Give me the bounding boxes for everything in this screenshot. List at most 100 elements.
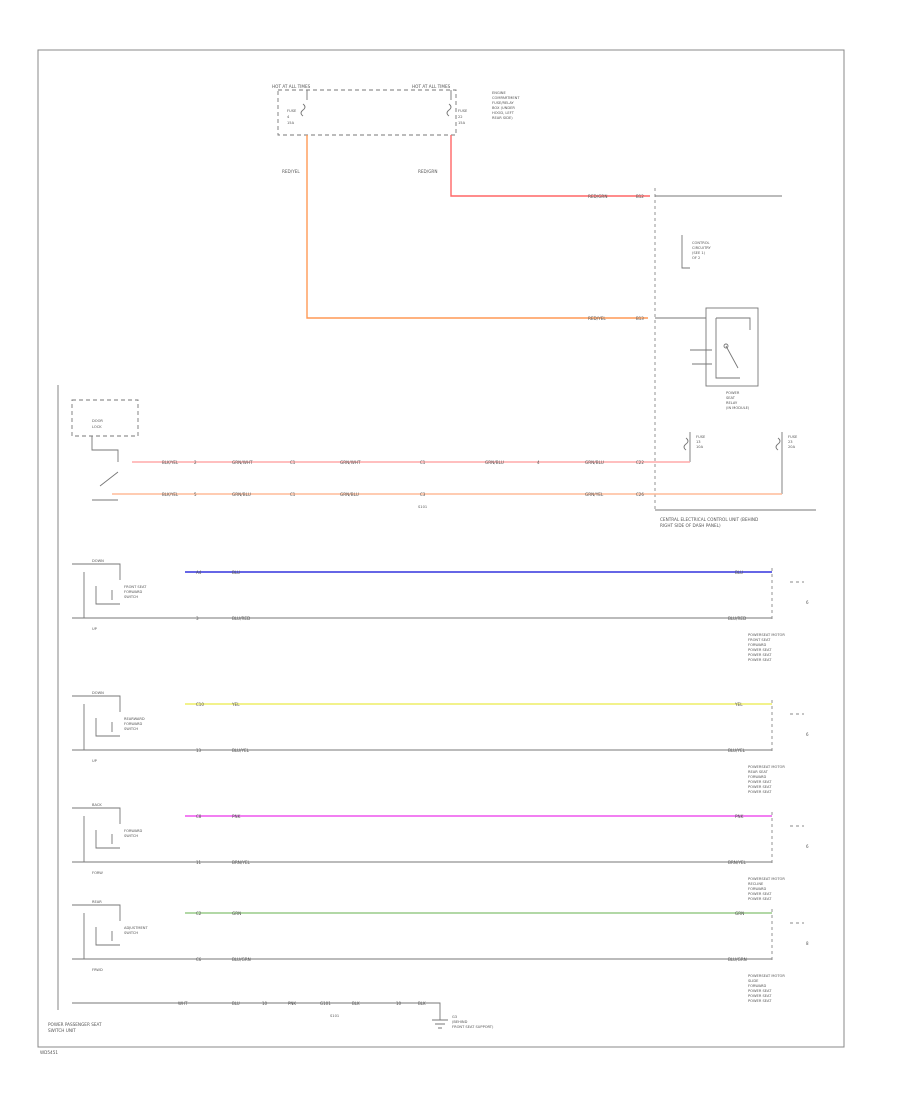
right-fuse-label: FUSE	[458, 109, 468, 113]
ground-splice-label: S101	[330, 1014, 339, 1018]
svg-text:(BEHIND: (BEHIND	[452, 1020, 468, 1024]
door-lock-switch: DOOR LOCK	[57, 385, 139, 1010]
diagram-code: WD5451	[40, 1050, 58, 1055]
switch-2-wire-1-right: YEL	[734, 702, 743, 707]
module-mid-pin: B13	[636, 316, 644, 321]
switch-4-dest-2: FORWARD	[748, 984, 767, 988]
right-fuse-header: HOT AT ALL TIMES	[412, 84, 451, 89]
module-mid-wire-label: RED/YEL	[588, 316, 606, 321]
switch-4-motor-connector	[771, 909, 804, 963]
module-fuse-a: FUSE	[696, 435, 706, 439]
switch-3-wire-1-left: PNK	[232, 814, 241, 819]
module-name: CENTRAL ELECTRICAL CONTROL UNIT (BEHIND	[660, 517, 758, 522]
door-lock-label: DOOR	[92, 419, 103, 423]
door-row1-wire-1: GRN/WHT	[232, 460, 253, 465]
switch-1-pin-top: A4	[196, 570, 202, 575]
switch-4-label-1: SWITCH	[124, 931, 138, 935]
switch-1-label-2: SWITCH	[124, 595, 138, 599]
wire-red-grn-feed	[450, 135, 650, 197]
door-row2-conn-1: C1	[290, 492, 296, 497]
svg-text:BOX (UNDER: BOX (UNDER	[492, 106, 515, 110]
switch-unit-name: POWER PASSENGER SEAT	[48, 1022, 102, 1027]
switch-4-wire-2-right: BLU/GRN	[728, 957, 747, 962]
door-row1-wire-4: GRN/BLU	[585, 460, 604, 465]
module-top-pin: B12	[636, 194, 644, 199]
door-row1-pin: C22	[636, 460, 644, 465]
switch-3-wire-2-right: BRN/YEL	[728, 860, 747, 865]
seat-switch-3: BACKFORWFORWARDSWITCHC811PNKBRN/YELPNKBR…	[72, 803, 809, 901]
ground-chain-7: BLK	[418, 1001, 426, 1006]
switch-4-bottom-position: FRWD	[92, 968, 103, 972]
door-row1-pin-b: 2	[194, 460, 197, 465]
switch-2-bottom-position: UP	[92, 759, 98, 763]
switch-2-label-2: SWITCH	[124, 727, 138, 731]
switch-2-contacts	[72, 695, 121, 751]
switch-2-wire-2-right: BLU/YEL	[728, 748, 746, 753]
switch-2-wire-1-left: YEL	[231, 702, 240, 707]
svg-text:REAR SIDE): REAR SIDE)	[492, 116, 513, 120]
control-circuit-label: CONTROL	[692, 241, 710, 245]
switch-2-motor-connector	[771, 700, 804, 754]
left-fuse-number: 4	[287, 115, 290, 119]
switch-3-pin-top: C8	[196, 814, 202, 819]
svg-text:SEAT: SEAT	[726, 396, 736, 400]
ground-chain-0: WHT	[178, 1001, 188, 1006]
switch-3-bottom-position: FORW	[92, 871, 103, 875]
svg-text:SWITCH UNIT: SWITCH UNIT	[48, 1028, 76, 1033]
ground-chain-2: 10	[262, 1001, 268, 1006]
switch-1-bottom-position: UP	[92, 627, 98, 631]
switch-1-motor-connector	[771, 568, 804, 622]
module-fuse-b: FUSE	[788, 435, 798, 439]
ground-chain-1: BLU	[232, 1001, 240, 1006]
ground-chain-3: PNK	[288, 1001, 296, 1006]
switch-3-dest-2: FORWARD	[748, 887, 767, 891]
left-fuse-header: HOT AT ALL TIMES	[272, 84, 311, 89]
switch-3-motor-pin: 6	[806, 844, 809, 849]
switch-2-dest-5: POWER SEAT	[748, 790, 772, 794]
switch-2-label-0: REARWARD	[124, 717, 145, 721]
fuse-box-note: ENGINE COMPARTMENT FUSE/RELAY BOX (UNDER…	[492, 91, 520, 120]
switch-3-contacts	[72, 807, 121, 863]
svg-text:FUSE/RELAY: FUSE/RELAY	[492, 101, 514, 105]
right-fuse-rating: 15A	[458, 121, 466, 125]
switch-2-motor-pin: 6	[806, 732, 809, 737]
svg-text:20A: 20A	[788, 445, 796, 449]
door-row2-wire-2: GRN/BLU	[340, 492, 359, 497]
switch-1-wire-1-left: BLU	[232, 570, 240, 575]
switch-3-dest-0: POWERSEAT MOTOR	[748, 877, 785, 881]
switch-4-pin-bottom: C6	[196, 957, 202, 962]
switch-4-wire-1-left: GRN	[232, 911, 241, 916]
door-row2-pin-b: 5	[194, 492, 197, 497]
switch-3-wire-2-left: BRN/YEL	[232, 860, 251, 865]
ground-chain-6: 10	[396, 1001, 402, 1006]
switch-4-contacts	[72, 904, 121, 960]
switch-3-pin-bottom: 11	[196, 860, 202, 865]
switch-4-dest-5: POWER SEAT	[748, 999, 772, 1003]
switch-4-dest-4: POWER SEAT	[748, 994, 772, 998]
switch-3-dest-3: POWER SEAT	[748, 892, 772, 896]
svg-text:HOOD, LEFT: HOOD, LEFT	[492, 111, 515, 115]
switch-2-dest-0: POWERSEAT MOTOR	[748, 765, 785, 769]
svg-text:RELAY: RELAY	[726, 401, 738, 405]
switch-2-top-position: DOWN	[92, 691, 104, 695]
svg-text:10A: 10A	[696, 445, 704, 449]
door-row1-conn-2: C1	[420, 460, 426, 465]
door-splice-label: S101	[418, 505, 427, 509]
left-fuse-rating: 15A	[287, 121, 295, 125]
switch-2-dest-2: FORWARD	[748, 775, 767, 779]
switch-4-wire-2-left: BLU/GRN	[232, 957, 251, 962]
switch-4-label-0: ADJUSTMENT	[124, 926, 148, 930]
door-row1-wire-3: GRN/BLU	[485, 460, 504, 465]
door-row1-pin-a: BLK/YEL	[162, 460, 179, 465]
switch-2-pin-top: C10	[196, 702, 204, 707]
switch-2-label-1: FORWARD	[124, 722, 143, 726]
switch-2-dest-3: POWER SEAT	[748, 780, 772, 784]
seat-switch-4: REARFRWDADJUSTMENTSWITCHC2C6GRNBLU/GRNGR…	[72, 900, 809, 1003]
switch-3-dest-4: POWER SEAT	[748, 897, 772, 901]
svg-text:13: 13	[696, 440, 701, 444]
relay-label: POWER	[726, 391, 740, 395]
ground-chain-4: G101	[320, 1001, 331, 1006]
right-feed-wire-label: RED/GRN	[418, 169, 437, 174]
